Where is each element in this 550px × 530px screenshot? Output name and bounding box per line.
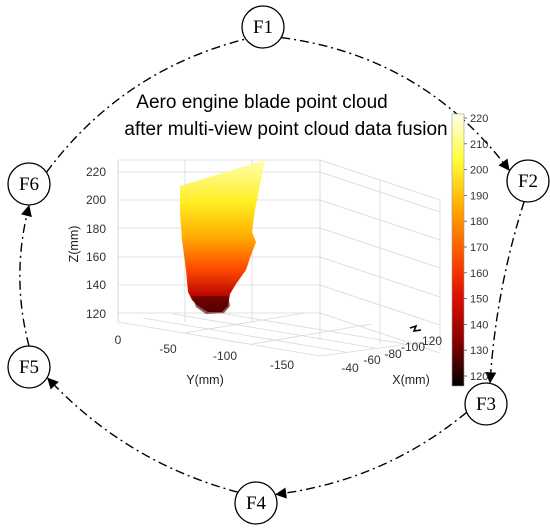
node-f5: F5	[7, 345, 51, 389]
node-circle	[506, 159, 550, 203]
y-tick: -50	[159, 342, 177, 356]
z-tick: 160	[86, 250, 106, 264]
grid-line	[117, 321, 321, 357]
node-circle	[234, 481, 278, 525]
y-tick: -150	[270, 358, 294, 372]
x-tick: -40	[341, 361, 359, 375]
colorbar	[451, 113, 465, 387]
edge-f4-f5	[47, 377, 239, 493]
colorbar-tick-labels: 220 210 200 190 180 170 160 150 140 130 120	[464, 113, 488, 383]
y-tick-labels: 0 -50 -100 -150	[115, 333, 295, 372]
node-label: F2	[518, 171, 538, 192]
figure-title-line2: after multi-view point cloud data fusion	[124, 119, 447, 140]
x-tick: -60	[363, 353, 381, 367]
node-f2: F2	[506, 159, 550, 203]
y-axis-label: Y(mm)	[186, 373, 224, 387]
z-tick-labels: 220 200 180 160 140 120	[86, 165, 106, 321]
grid-line	[251, 323, 373, 345]
grid-line	[319, 284, 441, 326]
z-tick: 140	[86, 278, 106, 292]
grid-line	[319, 199, 441, 241]
x-tick: -100	[401, 340, 425, 354]
edge-f3-f4	[275, 411, 468, 499]
colorbar-tick: 220	[470, 113, 488, 125]
edge-f6-f1	[45, 38, 245, 173]
grid-line	[319, 256, 441, 298]
node-circle	[241, 5, 285, 49]
node-label: F3	[476, 394, 496, 415]
node-f4: F4	[234, 481, 278, 525]
y-tick: 0	[115, 333, 122, 347]
colorbar-tick: 190	[470, 190, 488, 202]
node-label: F6	[19, 174, 39, 195]
grid-line	[202, 309, 406, 345]
edge-f5-f6	[19, 204, 32, 347]
node-circle	[464, 382, 508, 426]
colorbar-tick: 120	[470, 371, 488, 383]
grid-line	[172, 313, 376, 349]
z-axis-label: Z(mm)	[67, 226, 81, 263]
node-f6: F6	[7, 162, 51, 206]
figure-title-line1: Aero engine blade point cloud	[136, 92, 387, 113]
x-axis-label: X(mm)	[392, 373, 430, 387]
x-tick: 120	[422, 334, 442, 348]
z-tick: 200	[86, 193, 106, 207]
grid-line	[142, 317, 346, 353]
blade-root-speckle	[192, 296, 230, 314]
x-tick: -80	[384, 347, 402, 361]
z-tick: 120	[86, 307, 106, 321]
node-f1: F1	[241, 5, 285, 49]
y-tick: -100	[213, 349, 237, 363]
z-tick: 220	[86, 165, 106, 179]
colorbar-tick: 160	[470, 268, 488, 280]
node-label: F5	[19, 357, 39, 378]
cycle-edges	[19, 36, 525, 499]
stray-points-mark	[409, 324, 422, 332]
node-label: F4	[246, 493, 267, 514]
colorbar-tick: 180	[470, 216, 488, 228]
colorbar-tick: 170	[470, 242, 488, 254]
node-f3: F3	[464, 382, 508, 426]
grid-line	[184, 312, 306, 334]
point-cloud-figure: Aero engine blade point cloud after mult…	[67, 92, 488, 387]
colorbar-tick: 150	[470, 294, 488, 306]
colorbar-tick: 140	[470, 319, 488, 331]
grid-line	[319, 227, 441, 269]
colorbar-tick: 130	[470, 345, 488, 357]
grid-line	[319, 339, 441, 357]
blade-point-cloud	[180, 160, 265, 312]
colorbar-tick: 210	[470, 139, 488, 151]
grid-line	[319, 312, 441, 354]
edge-f1-f2	[281, 36, 510, 171]
node-label: F1	[253, 17, 273, 38]
z-tick: 180	[86, 222, 106, 236]
colorbar-tick: 200	[470, 165, 488, 177]
grid-line	[319, 159, 441, 201]
axes-grid	[117, 159, 441, 357]
node-circle	[7, 345, 51, 389]
edge-f2-f3	[485, 201, 525, 384]
node-circle	[7, 162, 51, 206]
grid-line	[319, 171, 441, 213]
